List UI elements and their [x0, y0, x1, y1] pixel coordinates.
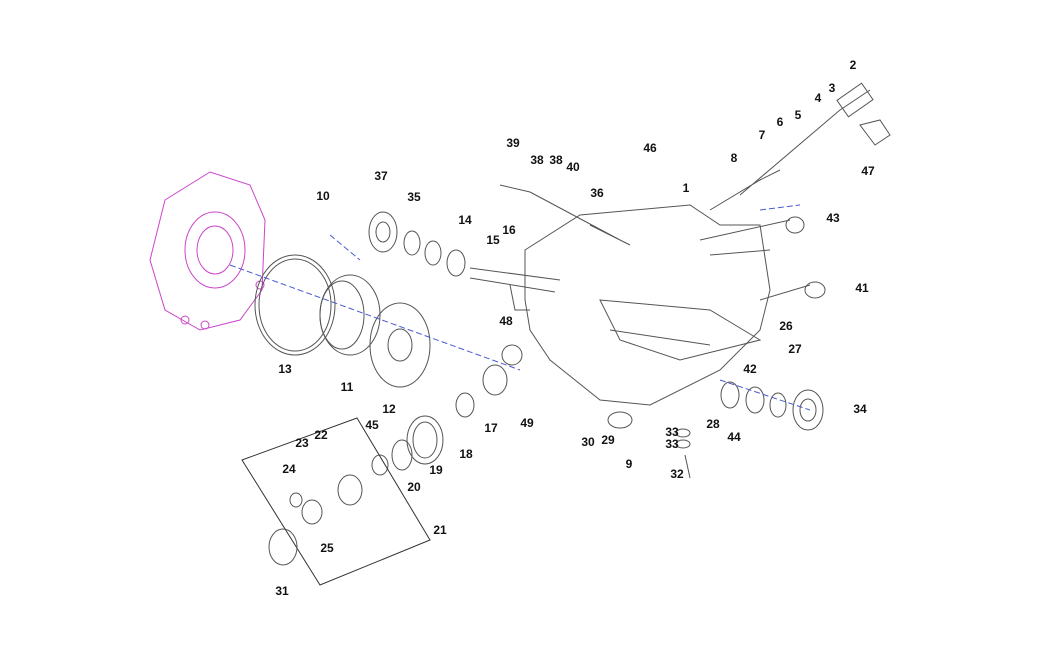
part-label: 17: [484, 421, 498, 435]
part-label: 13: [278, 362, 292, 376]
part-label: 8: [730, 151, 738, 165]
part-label: 34: [853, 402, 867, 416]
part-label: 11: [340, 380, 354, 394]
part-label: 44: [727, 430, 741, 444]
part-label: 32: [670, 467, 684, 481]
assembly-group-box: [241, 417, 431, 586]
part-label: 30: [581, 435, 595, 449]
part-label: 28: [706, 417, 720, 431]
part-label: 39: [506, 136, 520, 150]
bearing: [368, 211, 398, 253]
drive-shaft: [469, 267, 561, 311]
part-label: 45: [365, 418, 379, 432]
part-label: 6: [776, 115, 784, 129]
part-label: 22: [314, 428, 328, 442]
part-label: 19: [429, 463, 443, 477]
part-label: 26: [779, 319, 793, 333]
part-label: 3: [828, 81, 836, 95]
part-label: 49: [520, 416, 534, 430]
gasket-plate: [369, 302, 431, 388]
part-label: 16: [502, 223, 516, 237]
part-label: 9: [625, 457, 633, 471]
part-label: 15: [486, 233, 500, 247]
part-label: 7: [758, 128, 766, 142]
part-label: 35: [407, 190, 421, 204]
gasket-ring: [254, 254, 336, 356]
part-label: 36: [590, 186, 604, 200]
part-label: 25: [320, 541, 334, 555]
spring: [406, 415, 444, 465]
part-label: 4: [814, 91, 822, 105]
part-label: 33: [665, 437, 679, 451]
part-label: 21: [433, 523, 447, 537]
part-label: 43: [826, 211, 840, 225]
bearing-right: [792, 389, 824, 431]
part-label: 29: [601, 433, 615, 447]
part-label: 23: [295, 436, 309, 450]
part-label: 24: [282, 462, 296, 476]
part-label: 2: [849, 58, 857, 72]
part-label: 41: [855, 281, 869, 295]
part-label: 5: [794, 108, 802, 122]
part-label: 40: [566, 160, 580, 174]
part-label: 42: [743, 362, 757, 376]
part-label: 14: [458, 213, 472, 227]
part-label: 47: [861, 164, 875, 178]
part-label: 48: [499, 314, 513, 328]
part-label: 38: [530, 153, 544, 167]
part-label: 20: [407, 480, 421, 494]
part-label: 46: [643, 141, 657, 155]
part-label: 37: [374, 169, 388, 183]
flange-housing: [149, 171, 266, 331]
part-label: 12: [382, 402, 396, 416]
part-label: 27: [788, 342, 802, 356]
part-label: 38: [549, 153, 563, 167]
part-label: 33: [665, 425, 679, 439]
pump-housing: [524, 204, 771, 406]
part-label: 10: [316, 189, 330, 203]
part-label: 31: [275, 584, 289, 598]
part-label: 1: [682, 181, 690, 195]
part-label: 18: [459, 447, 473, 461]
